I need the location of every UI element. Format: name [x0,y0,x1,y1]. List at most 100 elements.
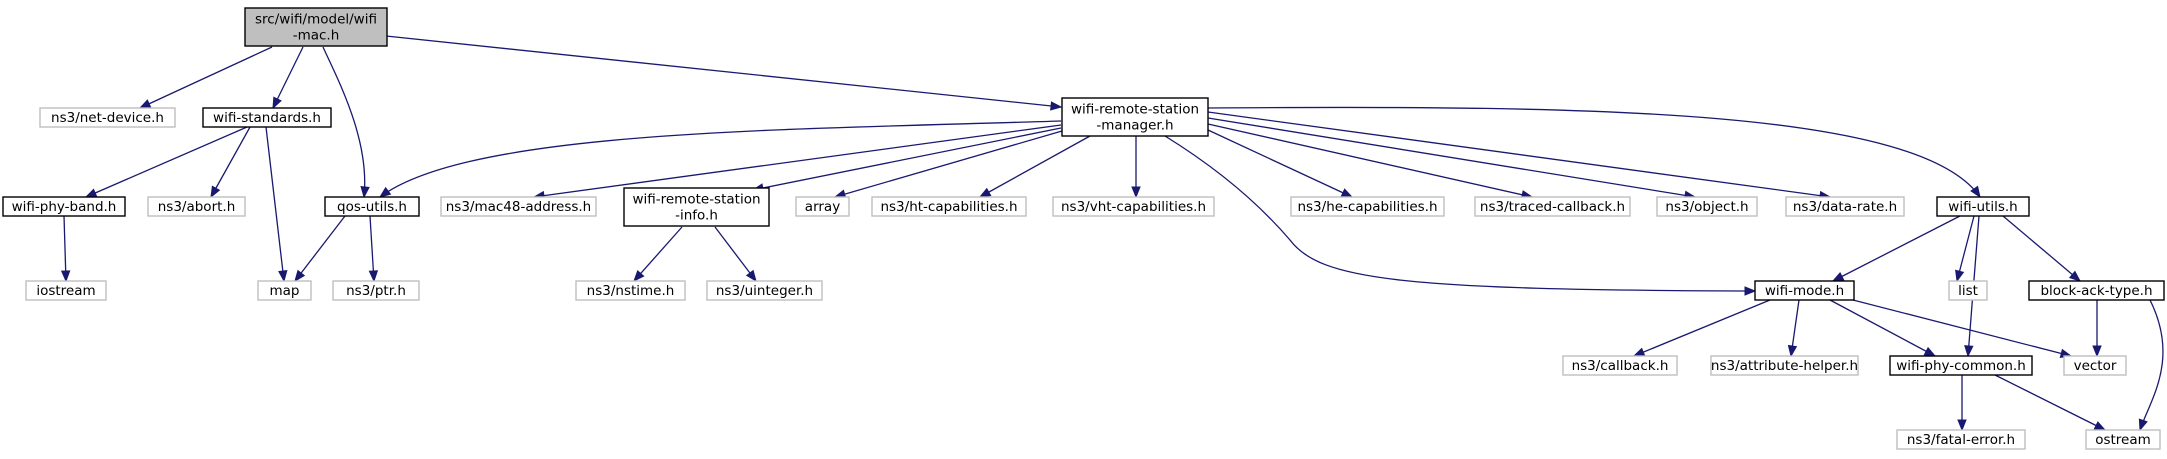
edge-root-to-qos-utils [322,46,370,199]
node-box [706,280,823,301]
edge-arrowhead [1957,419,1967,432]
edge-line [1852,299,2072,357]
node-ht-cap: ns3/ht-capabilities.h [871,196,1027,217]
edge-wrsm-to-wrsi [751,127,1062,193]
node-vht-cap: ns3/vht-capabilities.h [1052,196,1215,217]
node-wifi-utils[interactable]: wifi-utils.h [1936,196,2030,217]
edge-phy-common-to-fatal-error [1957,375,1967,432]
node-box [1785,196,1905,217]
edge-line [1207,123,1533,198]
node-label: ns3/uinteger.h [716,283,813,299]
edge-wrsi-to-uinteger [714,226,757,283]
edge-arrowhead [745,269,757,283]
edge-arrowhead [1923,346,1937,357]
edge-arrowhead [1744,286,1757,296]
edge-arrowhead [1632,347,1646,357]
node-box [795,196,850,217]
edge-line [1207,106,1981,198]
node-wifi-standards[interactable]: wifi-standards.h [202,107,332,128]
edge-wifi-utils-to-block-ack [2002,215,2082,282]
edge-line [1994,374,2106,431]
node-label: ns3/ht-capabilities.h [880,199,1017,215]
edge-arrowhead [1340,188,1354,198]
node-phy-common[interactable]: wifi-phy-common.h [1889,355,2033,376]
edge-arrowhead [368,270,379,283]
node-root[interactable]: src/wifi/model/wifi-mac.h [244,7,388,47]
node-box [2028,280,2165,301]
node-box [2085,429,2161,450]
node-box [1896,429,2026,450]
node-block-ack[interactable]: block-ack-type.h [2028,280,2165,301]
edge-wrsm-to-vht-cap [1131,136,1141,199]
edge-wrsm-to-qos-utils [378,120,1062,198]
node-wrsm[interactable]: wifi-remote-station-manager.h [1061,97,1209,137]
node-qos-utils[interactable]: qos-utils.h [324,196,420,217]
node-box [1052,196,1215,217]
edge-wifi-mode-to-phy-common [1829,299,1937,357]
node-label: src/wifi/model/wifi [255,12,377,28]
edge-wrsm-to-traced-cb [1207,123,1534,200]
node-box [202,107,332,128]
edge-arrowhead [272,96,282,110]
edge-block-ack-to-ostream [2138,299,2164,432]
node-box [575,280,686,301]
edge-wifi-standards-to-abort [210,126,251,199]
edge-arrowhead [978,187,992,198]
edge-line [1164,135,1756,292]
edge-arrowhead [2092,345,2102,358]
node-traced-cb: ns3/traced-callback.h [1474,196,1631,217]
edge-arrowhead [60,270,71,283]
node-box [2,196,126,217]
edge-line [265,126,285,282]
node-array: array [795,196,850,217]
node-wifi-mode[interactable]: wifi-mode.h [1754,280,1855,301]
edge-wrsm-to-array [833,130,1063,199]
node-box [147,196,246,217]
node-wifi-phy-band[interactable]: wifi-phy-band.h [2,196,126,217]
edge-arrowhead [1787,344,1798,358]
edge-line [633,226,683,282]
edge-wrsm-to-object [1207,117,1697,200]
node-box [1474,196,1631,217]
edge-arrowhead [360,186,370,199]
node-list: list [1948,280,1988,301]
edge-arrowhead [278,270,288,283]
edge-root-to-wifi-standards [272,46,304,110]
node-label: ns3/he-capabilities.h [1297,199,1437,215]
edge-wifi-utils-to-list [1955,215,1975,283]
node-wrsi[interactable]: wifi-remote-station-info.h [623,187,770,227]
edge-line [85,126,248,198]
node-label: vector [2074,358,2117,374]
node-label: -mac.h [293,28,340,44]
node-label: -manager.h [1096,118,1173,134]
node-box [1754,280,1855,301]
edge-line [714,226,757,282]
node-label: ns3/data-rate.h [1793,199,1897,215]
node-label: qos-utils.h [337,199,407,215]
node-box [623,187,770,227]
node-label: wifi-remote-station [632,192,760,208]
node-label: -info.h [675,208,718,224]
edge-arrowhead [633,270,645,283]
edge-root-to-net-device [138,46,273,109]
node-label: ns3/object.h [1665,199,1748,215]
edge-wrsm-to-data-rate [1207,111,1832,201]
edge-arrowhead [1964,345,1974,358]
edge-wifi-phy-band-to-iostream [60,215,71,283]
edge-line [379,120,1062,198]
edge-line [752,127,1062,191]
edge-line [369,215,375,282]
node-box [1061,97,1209,137]
node-label: map [270,283,300,299]
node-label: ns3/vht-capabilities.h [1061,199,1206,215]
node-box [332,280,420,301]
node-box [39,107,176,128]
node-label: ns3/traced-callback.h [1480,199,1625,215]
node-box [1948,280,1988,301]
edge-line [1207,117,1696,198]
node-label: iostream [36,283,95,299]
node-map: map [257,280,312,301]
edge-arrowhead [1131,186,1141,199]
edge-line [1633,299,1771,357]
